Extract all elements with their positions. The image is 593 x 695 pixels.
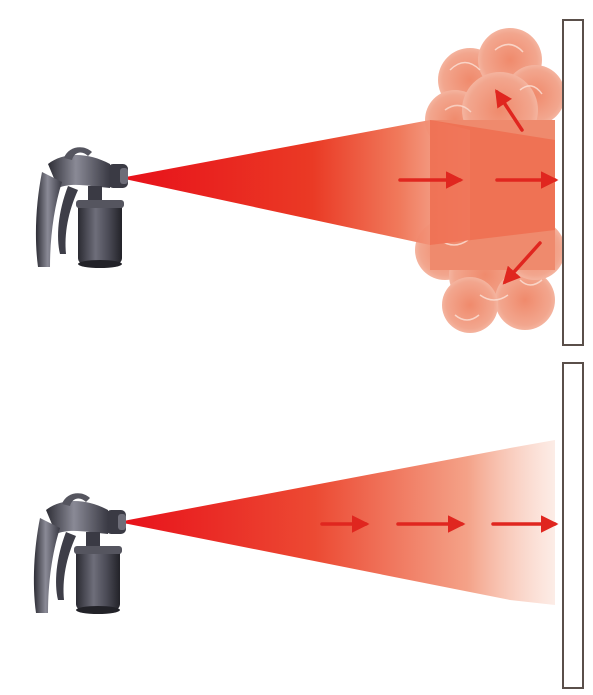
spray-cone xyxy=(120,120,470,245)
spray-gun-icon xyxy=(36,147,128,268)
top-scenario xyxy=(36,20,583,345)
target-surface-bottom xyxy=(563,363,583,688)
spray-gun-icon-bottom xyxy=(34,493,126,614)
target-surface-top xyxy=(563,20,583,345)
bottom-scenario xyxy=(34,363,583,688)
